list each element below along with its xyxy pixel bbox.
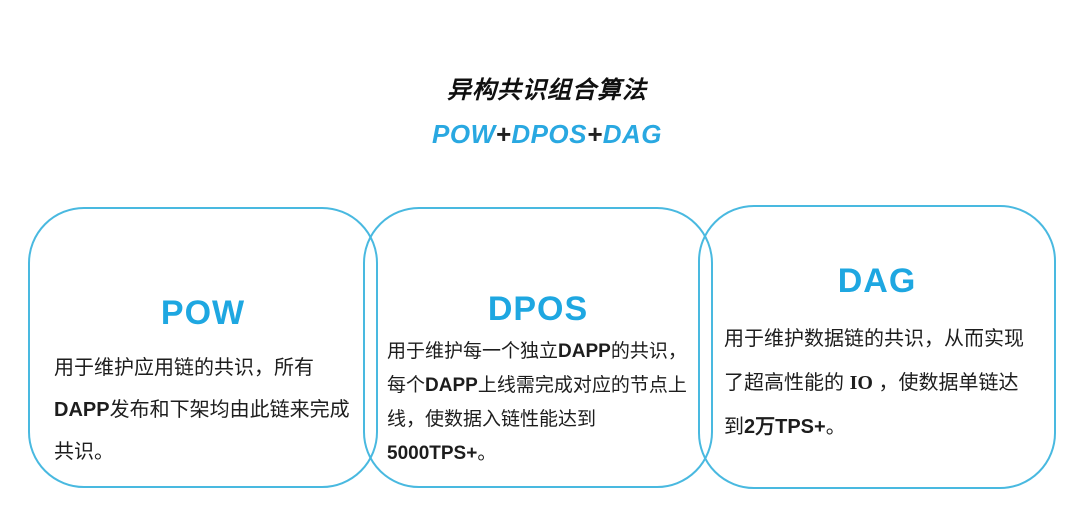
card-pow-description: 用于维护应用链的共识，所有DAPP发布和下架均由此链来完成共识。	[54, 357, 350, 463]
card-pow: POW 用于维护应用链的共识，所有DAPP发布和下架均由此链来完成共识。	[28, 207, 378, 488]
page-subtitle: POW+DPOS+DAG	[432, 119, 662, 149]
card-pow-heading: POW	[160, 294, 246, 332]
slide-header: 异构共识组合算法 POW+DPOS+DAG	[0, 70, 1080, 150]
card-dpos: DPOS 用于维护每一个独立DAPP的共识，每个DAPP上线需完成对应的节点上线…	[363, 207, 713, 488]
page-title: 异构共识组合算法	[447, 77, 647, 104]
card-dpos-description: 用于维护每一个独立DAPP的共识，每个DAPP上线需完成对应的节点上线，使数据入…	[387, 341, 687, 464]
card-dag-heading: DAG	[837, 262, 917, 300]
card-dag-description: 用于维护数据链的共识，从而实现了超高性能的 IO ，使数据单链达到2万TPS+。	[724, 328, 1024, 438]
card-dpos-heading: DPOS	[487, 290, 589, 328]
card-dag: DAG 用于维护数据链的共识，从而实现了超高性能的 IO ，使数据单链达到2万T…	[698, 205, 1056, 489]
